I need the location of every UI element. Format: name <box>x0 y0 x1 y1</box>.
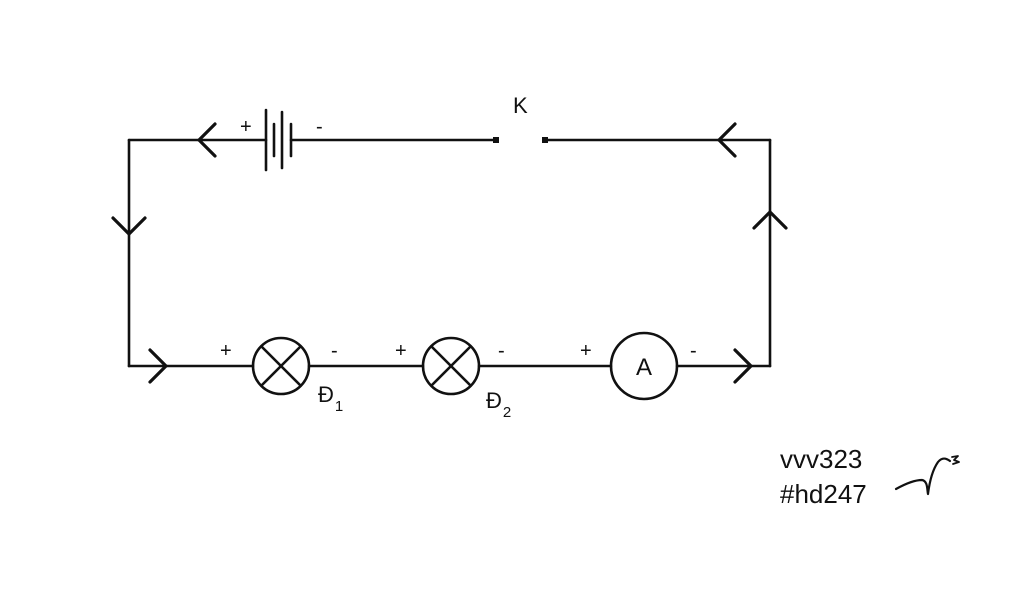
ammeter-plus-label: + <box>580 340 592 362</box>
arrow-up-icon <box>752 210 788 230</box>
footer: vvv323 #hd247 <box>780 444 960 509</box>
lamp-2-cross-b <box>430 345 472 387</box>
battery-minus-label: - <box>316 116 323 138</box>
lamp-2-plus-label: + <box>395 340 407 362</box>
wires <box>127 138 772 368</box>
lamp-2-circle <box>421 336 481 396</box>
lamp-1: + - Đ1 <box>220 336 343 415</box>
ammeter-circle <box>609 331 679 401</box>
signature-icon <box>894 455 960 496</box>
ammeter: A + - <box>580 331 697 401</box>
battery-plus-label: + <box>240 116 252 138</box>
switch-contact-left <box>493 137 499 143</box>
lamp-1-plus-label: + <box>220 340 232 362</box>
arrow-left-icon <box>197 122 217 158</box>
footer-username: vvv323 <box>780 444 862 474</box>
switch: K <box>493 93 548 143</box>
arrow-down-icon <box>111 216 147 236</box>
ammeter-minus-label: - <box>690 340 697 362</box>
lamp-1-cross-b <box>260 345 302 387</box>
footer-tag: #hd247 <box>780 479 867 509</box>
lamp-1-circle <box>251 336 311 396</box>
ammeter-label: A <box>636 354 652 381</box>
lamp-2: + - Đ2 <box>395 336 511 421</box>
arrow-left-icon <box>717 122 737 158</box>
lamp-1-label: Đ1 <box>318 382 343 415</box>
arrow-right-icon <box>148 348 168 384</box>
switch-contact-right <box>542 137 548 143</box>
lamp-2-label: Đ2 <box>486 388 511 421</box>
current-arrows <box>111 122 788 384</box>
battery: + - <box>240 108 323 172</box>
switch-label: K <box>513 93 528 118</box>
lamp-1-minus-label: - <box>331 340 338 362</box>
lamp-2-minus-label: - <box>498 340 505 362</box>
arrow-right-icon <box>733 348 753 384</box>
